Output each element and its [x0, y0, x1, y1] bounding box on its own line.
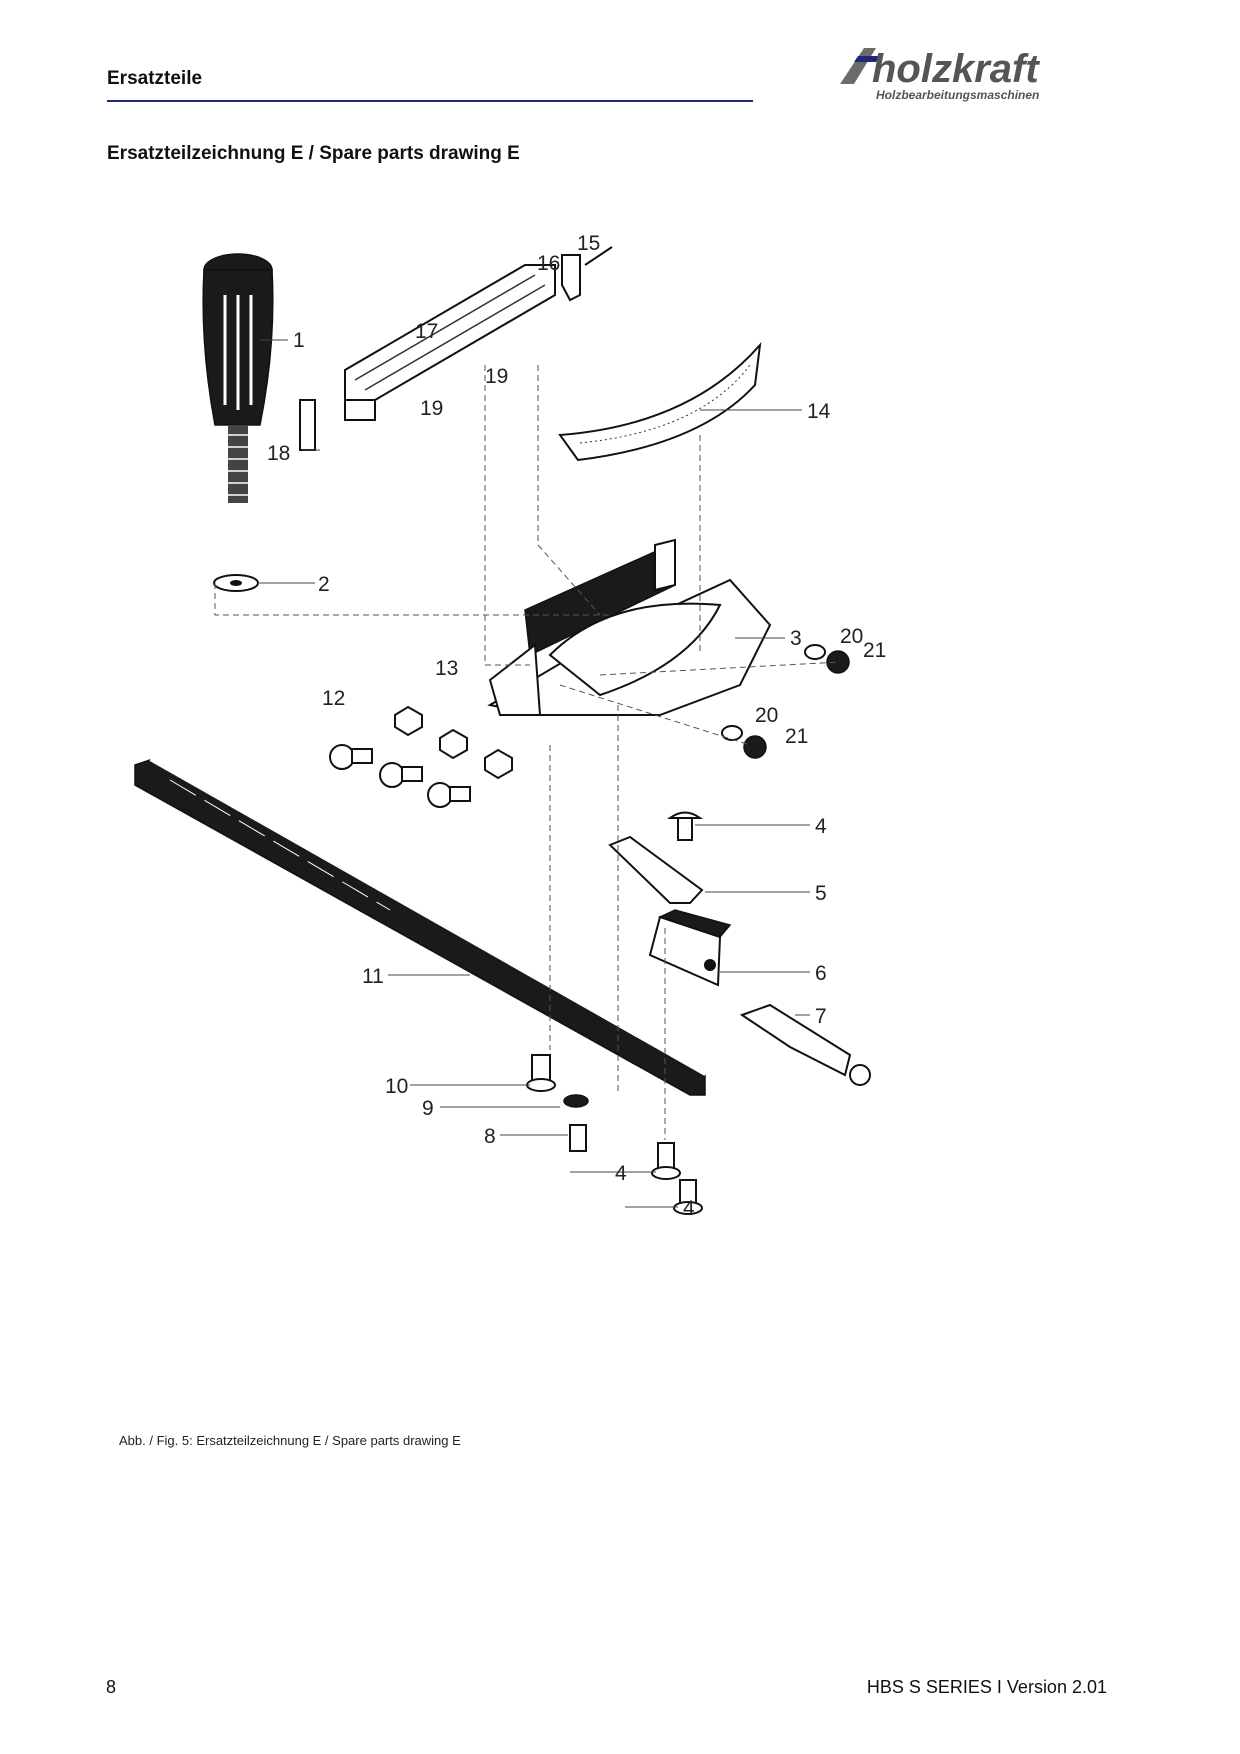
part-label: 20	[840, 625, 863, 648]
part-label: 18	[267, 442, 290, 465]
logo-wordmark: holzkraft	[872, 47, 1040, 91]
cursor-part	[561, 254, 581, 302]
header-section-title: Ersatzteile	[107, 68, 203, 89]
header-rule	[107, 100, 753, 102]
figure-caption: Abb. / Fig. 5: Ersatzteilzeichnung E / S…	[119, 1433, 461, 1448]
bolts-nuts-part	[329, 705, 513, 808]
part-label: 7	[815, 1005, 827, 1028]
part-label: 3	[790, 627, 802, 650]
part-label: 8	[484, 1125, 496, 1148]
part-label: 5	[815, 882, 827, 905]
part-label: 19	[485, 365, 508, 388]
handle-part	[202, 253, 274, 503]
part-label: 4	[815, 815, 827, 838]
part-label: 12	[322, 687, 345, 710]
part-label: 15	[577, 232, 600, 255]
part-label: 14	[807, 400, 831, 423]
miter-body-part	[487, 538, 772, 716]
part-label: 4	[683, 1197, 695, 1220]
page-title: Ersatzteilzeichnung E / Spare parts draw…	[107, 143, 520, 164]
part-label: 6	[815, 962, 827, 985]
part-label: 9	[422, 1097, 434, 1120]
part-label: 16	[537, 252, 560, 275]
part-label: 21	[863, 639, 886, 662]
part-label: 19	[420, 397, 443, 420]
logo-tagline: Holzbearbeitungsmaschinen	[876, 88, 1039, 102]
fence-part	[344, 264, 556, 421]
part-label: 21	[785, 725, 808, 748]
part-label: 4	[615, 1162, 627, 1185]
holzkraft-logo: holzkraft Holzbearbeitungsmaschinen	[840, 47, 1040, 102]
end-cap-part	[299, 399, 316, 451]
plate-part	[608, 835, 704, 904]
page-number: 8	[106, 1677, 117, 1697]
scale-part	[558, 341, 762, 462]
pin-part	[739, 1003, 871, 1086]
spare-parts-drawing: 1 2 3 4 5 6 7 8 9 10 11 12 13 14 15 16 1…	[134, 232, 886, 1220]
part-label: 10	[385, 1075, 408, 1098]
leader-lines	[258, 339, 810, 1208]
block-part	[648, 909, 732, 987]
part-label: 13	[435, 657, 458, 680]
part-label: 11	[362, 965, 384, 988]
part-label: 2	[318, 573, 330, 596]
document-footer: HBS S SERIES I Version 2.01	[866, 1677, 1107, 1697]
part-label: 17	[415, 320, 438, 343]
part-label: 20	[755, 704, 778, 727]
miter-bar-part	[134, 759, 706, 1096]
part-label: 1	[293, 329, 305, 352]
